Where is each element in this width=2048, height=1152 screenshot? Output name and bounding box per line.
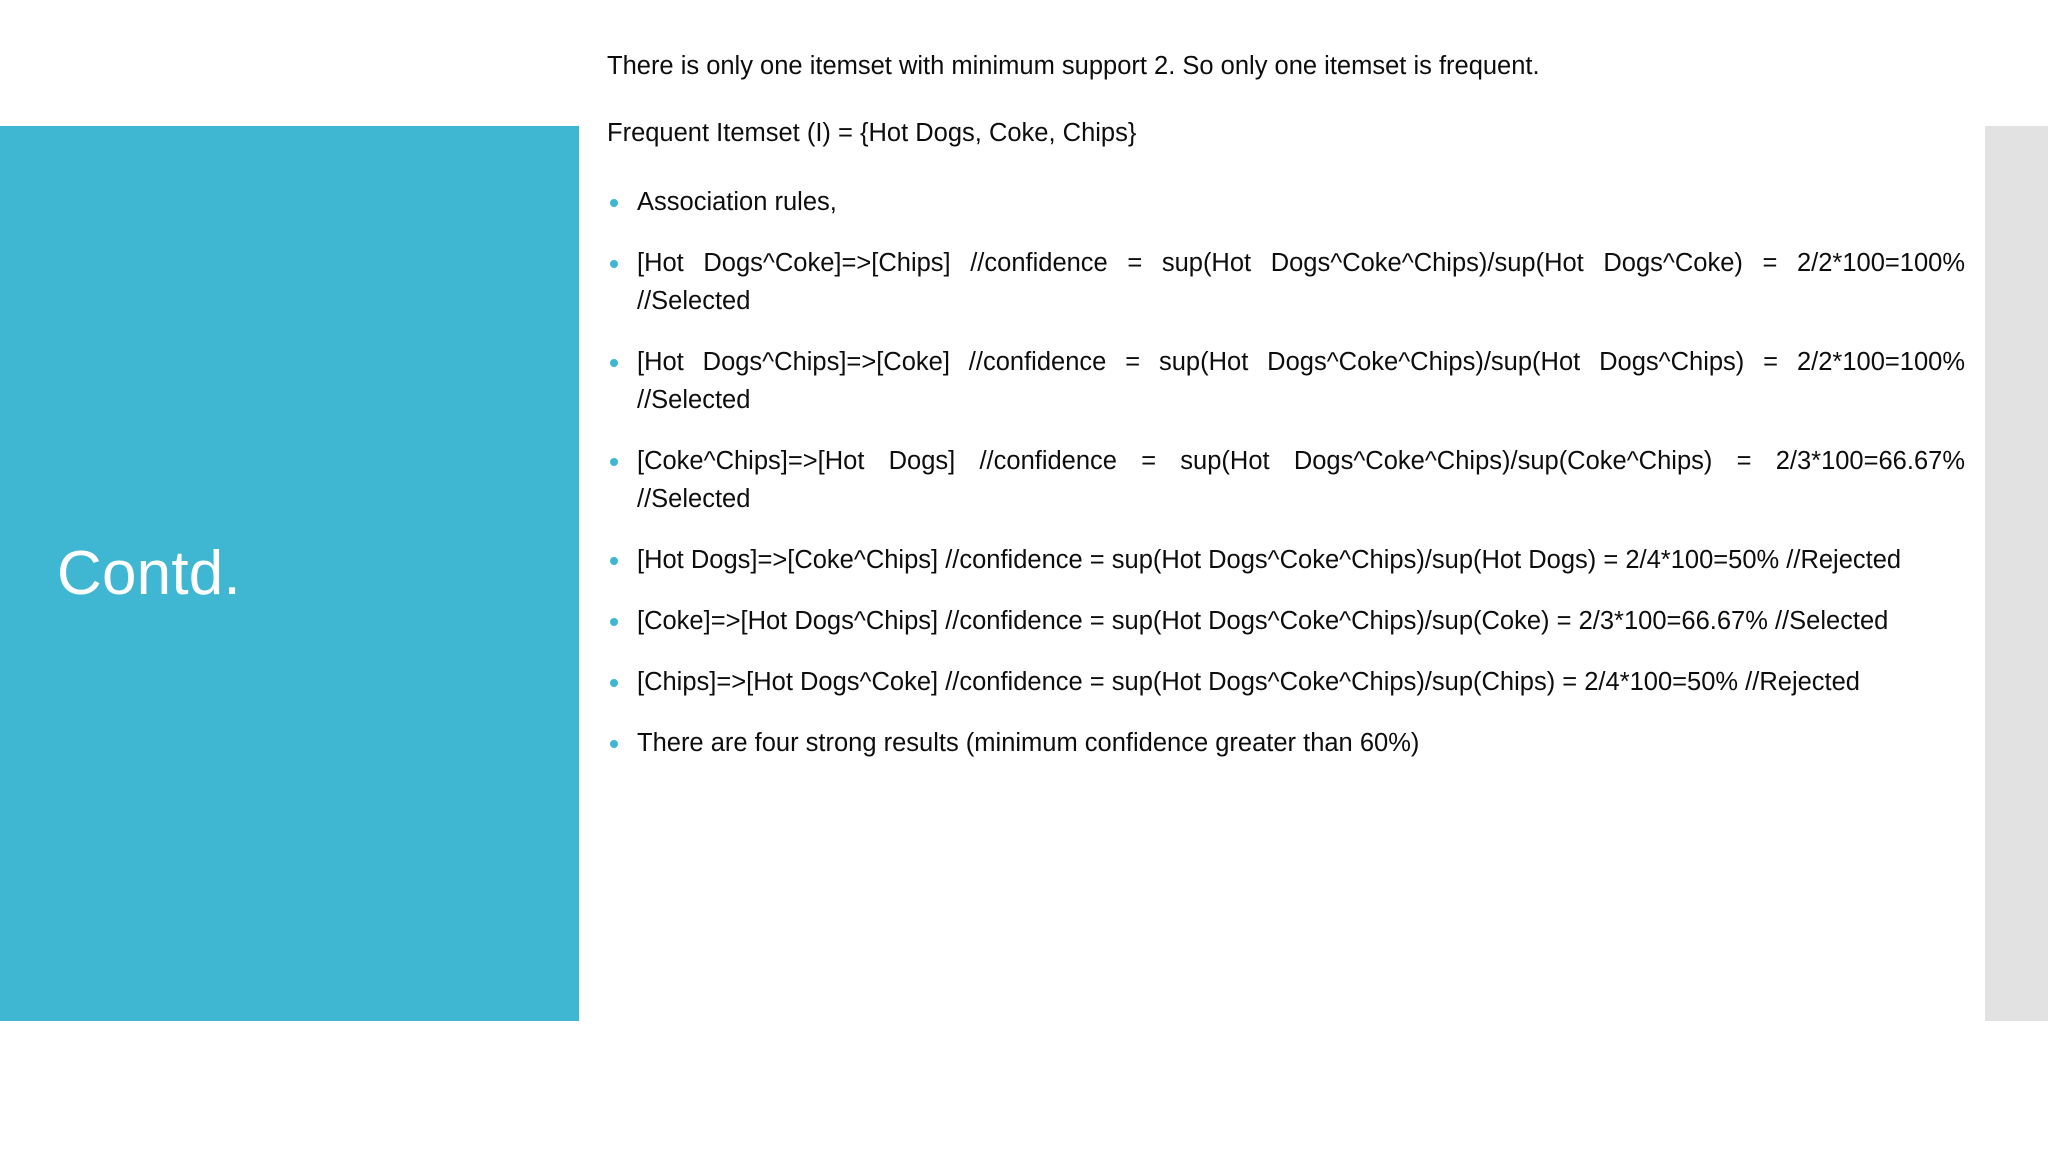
bullet-dot-icon <box>610 557 618 566</box>
list-item: [Coke^Chips]=>[Hot Dogs] //confidence = … <box>607 443 1965 519</box>
association-rules-list: Association rules, [Hot Dogs^Coke]=>[Chi… <box>607 184 1965 763</box>
list-item-label: [Chips]=>[Hot Dogs^Coke] //confidence = … <box>637 668 1860 697</box>
list-item-label: [Hot Dogs^Chips]=>[Coke] //confidence = … <box>637 348 1973 415</box>
bullet-dot-icon <box>610 740 618 749</box>
list-item: [Hot Dogs^Coke]=>[Chips] //confidence = … <box>607 245 1965 321</box>
list-item-label: [Hot Dogs]=>[Coke^Chips] //confidence = … <box>637 546 1902 575</box>
bullet-dot-icon <box>610 618 618 627</box>
list-item-label: [Hot Dogs^Coke]=>[Chips] //confidence = … <box>637 249 1973 316</box>
list-item: There are four strong results (minimum c… <box>607 725 1965 763</box>
title-panel: Contd. <box>0 126 579 1021</box>
bullet-dot-icon <box>610 359 618 368</box>
intro-paragraph-2: Frequent Itemset (I) = {Hot Dogs, Coke, … <box>607 119 1137 148</box>
list-item-label: There are four strong results (minimum c… <box>637 729 1420 758</box>
list-item: [Coke]=>[Hot Dogs^Chips] //confidence = … <box>607 603 1965 641</box>
bullet-dot-icon <box>610 260 618 269</box>
content-body: There is only one itemset with minimum s… <box>607 50 1965 1110</box>
intro-paragraph-1: There is only one itemset with minimum s… <box>607 52 1540 80</box>
list-item-label: Association rules, <box>637 188 837 217</box>
list-item: Association rules, <box>607 184 1965 222</box>
bullet-dot-icon <box>610 679 618 688</box>
list-item-label: [Coke]=>[Hot Dogs^Chips] //confidence = … <box>637 607 1889 636</box>
right-side-strip <box>1985 126 2048 1021</box>
bullet-dot-icon <box>610 458 618 467</box>
slide-title: Contd. <box>57 538 241 608</box>
list-item: [Hot Dogs]=>[Coke^Chips] //confidence = … <box>607 542 1965 580</box>
list-item: [Hot Dogs^Chips]=>[Coke] //confidence = … <box>607 344 1965 420</box>
bullet-dot-icon <box>610 199 618 208</box>
list-item: [Chips]=>[Hot Dogs^Coke] //confidence = … <box>607 664 1965 702</box>
list-item-label: [Coke^Chips]=>[Hot Dogs] //confidence = … <box>637 447 1973 514</box>
